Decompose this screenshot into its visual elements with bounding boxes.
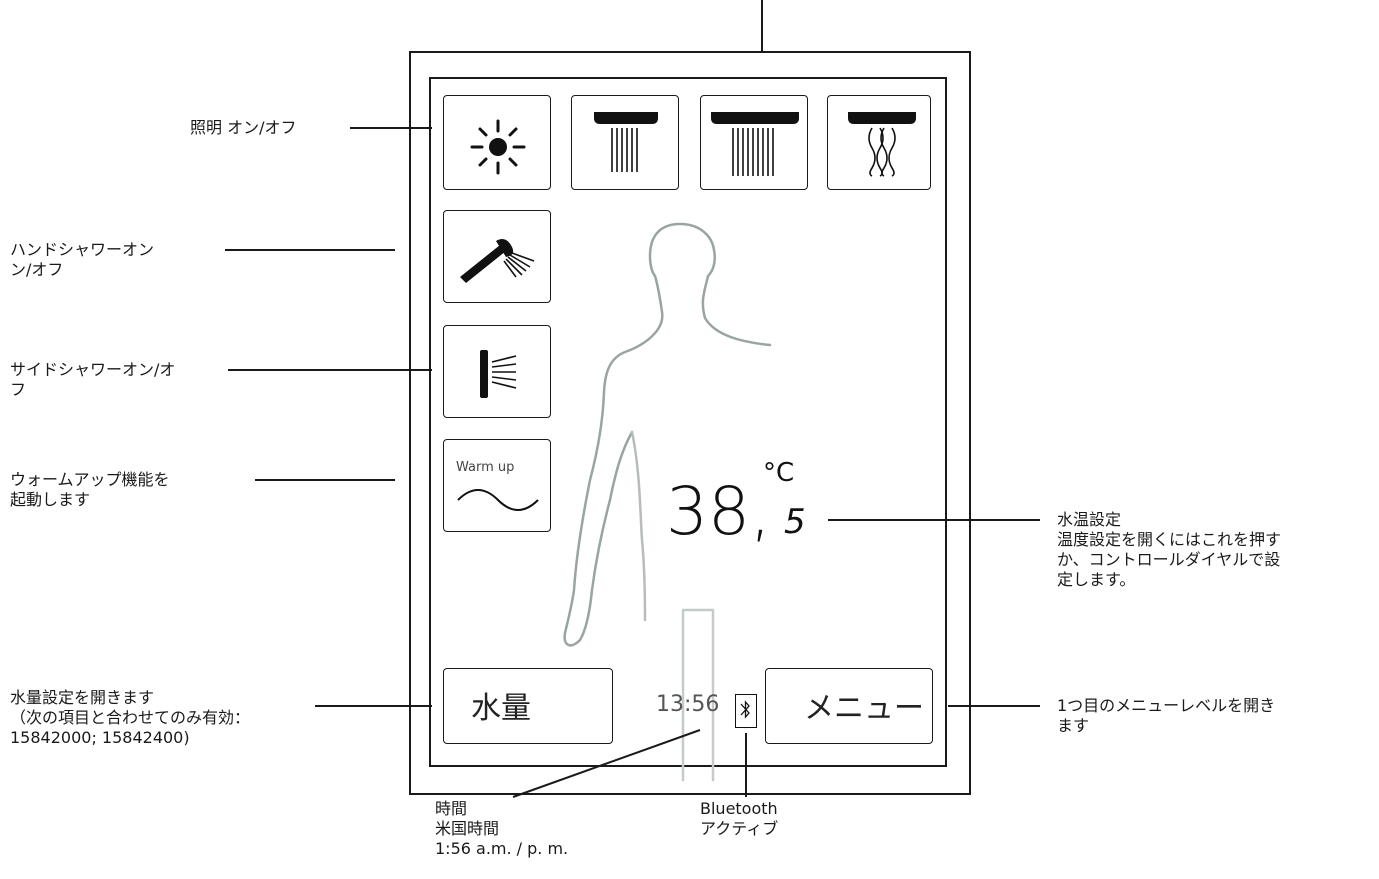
bluetooth-icon [735,694,757,728]
annotation-time: 時間 米国時間 1:56 a.m. / p. m. [435,799,569,858]
temperature-main[interactable]: 38, [666,473,771,550]
wide-shower-button[interactable] [700,95,808,190]
hand-shower-icon [460,239,535,283]
body-silhouette [563,222,772,782]
wave-shower-button[interactable] [827,95,931,190]
temperature-decimal[interactable]: 5 [784,502,806,542]
annotation-light: 照明 オン/オフ [190,118,297,137]
annotation-warm-up: ウォームアップ機能を 起動します [10,470,170,509]
annotation-water-volume: 水量設定を開きます （次の項目と合わせてのみ有効： 15842000; 1584… [10,688,251,747]
narrow-shower-button[interactable] [571,95,679,190]
side-shower-button[interactable] [443,325,551,418]
menu-button-label: メニュー [804,691,924,726]
side-shower-icon [480,350,517,398]
annotation-side-shower: サイドシャワーオン/オ フ [10,360,176,399]
wave-icon [457,489,539,511]
annotation-water-temp: 水温設定 温度設定を開くにはこれを押す か、コントロールダイヤルで設 定します。 [1057,510,1282,589]
annotation-menu: 1つ目のメニューレベルを開き ます [1057,696,1276,735]
display-frame [429,77,947,767]
device-outer-frame [409,51,971,795]
temperature-unit: °C [763,458,795,488]
clock: 13:56 [656,692,720,717]
warm-up-button[interactable]: Warm up [443,439,551,532]
annotation-bluetooth: Bluetooth アクティブ [700,799,779,838]
narrow-rain-shower-icon [594,112,658,172]
volume-button-label: 水量 [471,691,531,726]
warm-up-label: Warm up [456,460,515,475]
wave-rain-shower-icon [848,112,916,177]
volume-button[interactable]: 水量 [443,668,613,744]
light-button[interactable] [443,95,551,190]
wide-rain-shower-icon [711,112,799,176]
hand-shower-button[interactable] [443,210,551,303]
annotation-hand-shower: ハンドシャワーオン ン/オフ [10,240,155,279]
sun-icon [470,119,526,175]
menu-button[interactable]: メニュー [765,668,933,744]
